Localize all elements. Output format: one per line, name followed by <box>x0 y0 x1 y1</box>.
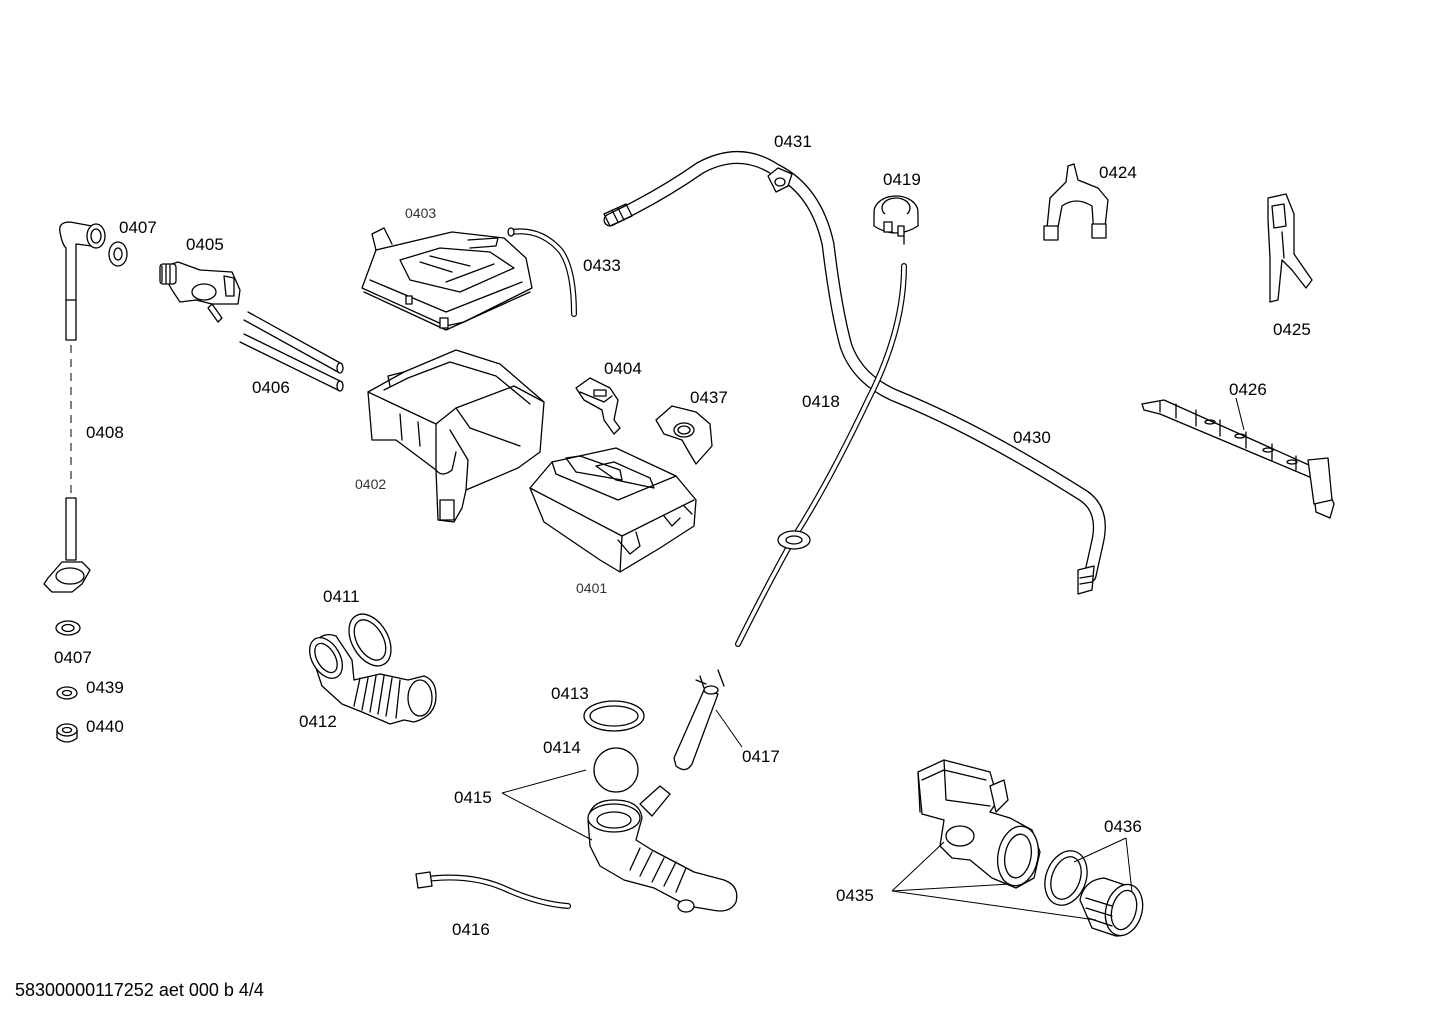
bellows-0412 <box>308 633 437 725</box>
label-0425: 0425 <box>1273 320 1311 339</box>
label-0414: 0414 <box>543 738 581 757</box>
label-0406: 0406 <box>252 378 290 397</box>
bracket-0425 <box>1267 193 1313 303</box>
pump-0435 <box>917 759 1041 889</box>
ring-0436 <box>1044 850 1088 906</box>
label-0413: 0413 <box>551 684 589 703</box>
dispenser-housing-0402 <box>367 349 545 523</box>
part-0437 <box>655 405 713 465</box>
hose-0433 <box>507 227 577 317</box>
label-0404: 0404 <box>604 359 642 378</box>
label-0405: 0405 <box>186 235 224 254</box>
inlet-valve-0405 <box>159 261 241 323</box>
label-0437: 0437 <box>690 388 728 407</box>
sump-hose-0415 <box>587 785 738 913</box>
label-0439: 0439 <box>86 678 124 697</box>
label-0417: 0417 <box>742 747 780 766</box>
label-0412: 0412 <box>299 712 337 731</box>
part-0404 <box>575 377 621 435</box>
hoses-0406 <box>239 311 344 392</box>
label-0419: 0419 <box>883 170 921 189</box>
label-0408: 0408 <box>86 423 124 442</box>
leader-lines <box>501 397 1245 921</box>
dispenser-cover-0403 <box>361 227 533 331</box>
nut-0440 <box>56 723 78 743</box>
label-0418: 0418 <box>802 392 840 411</box>
label-0424: 0424 <box>1099 163 1137 182</box>
label-0435: 0435 <box>836 886 874 905</box>
label-0411: 0411 <box>323 587 360 606</box>
bracket-0424 <box>1043 163 1109 241</box>
part-labels: 0431 0419 0424 0425 0407 0405 0403 0433 … <box>54 132 1311 939</box>
washer-0407-bottom <box>55 620 81 636</box>
label-0407-top: 0407 <box>119 218 157 237</box>
pressure-switch-0419 <box>873 195 919 245</box>
hose-0431-0430 <box>603 151 1106 595</box>
label-0401: 0401 <box>576 580 607 596</box>
inlet-hose-0408 <box>43 221 106 593</box>
sensor-0417 <box>673 669 725 771</box>
hose-0416 <box>415 871 571 909</box>
ring-0411 <box>348 613 392 667</box>
pressure-hose-0418 <box>735 263 907 647</box>
label-0426: 0426 <box>1229 380 1267 399</box>
filter-0436 <box>1079 877 1144 937</box>
label-0415: 0415 <box>454 788 492 807</box>
label-0430: 0430 <box>1013 428 1051 447</box>
ball-0414 <box>593 747 639 793</box>
label-0433: 0433 <box>583 256 621 275</box>
clip-0431 <box>767 167 793 193</box>
label-0416: 0416 <box>452 920 490 939</box>
label-0407-bottom: 0407 <box>54 648 92 667</box>
label-0436: 0436 <box>1104 817 1142 836</box>
ring-0413 <box>583 700 645 732</box>
label-0403: 0403 <box>405 205 436 221</box>
rail-0426 <box>1141 399 1335 519</box>
washer-0407-top <box>108 241 128 267</box>
washer-0439 <box>56 686 78 700</box>
label-0440: 0440 <box>86 717 124 736</box>
document-id: 58300000117252 aet 000 b 4/4 <box>15 980 264 1000</box>
label-0402: 0402 <box>355 476 386 492</box>
dispenser-drawer-0401 <box>529 447 697 573</box>
label-0431: 0431 <box>774 132 812 151</box>
